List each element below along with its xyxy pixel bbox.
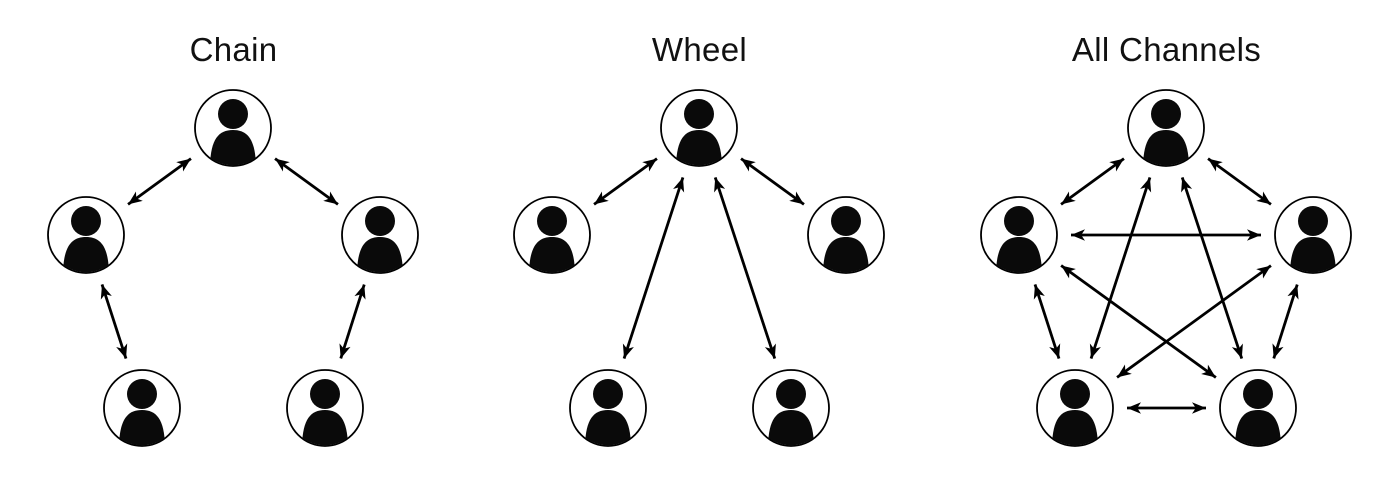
person-icon <box>768 379 814 446</box>
node-bottom-left <box>569 369 647 447</box>
arrow-right-bottom-right <box>339 284 366 359</box>
person-icon <box>1052 379 1098 446</box>
diagram-all-channels <box>933 0 1400 487</box>
node-top <box>1127 89 1205 167</box>
person-icon <box>1290 206 1336 273</box>
wheel-diagram-svg <box>513 89 885 447</box>
diagram-title-chain: Chain <box>189 31 278 68</box>
node-right <box>341 196 419 274</box>
panel-wheel: Wheel <box>466 0 933 487</box>
arrow-top-left <box>127 157 192 206</box>
node-bottom-left <box>103 369 181 447</box>
arrow-left-bottom-left <box>1033 284 1061 359</box>
person-icon <box>1235 379 1281 446</box>
diagram-title-wheel: Wheel <box>651 31 748 68</box>
arrow-top-right <box>274 157 339 206</box>
arrow-left-bottom-left <box>100 284 128 359</box>
node-right <box>807 196 885 274</box>
node-left <box>513 196 591 274</box>
arrow-top-bottom-left <box>1089 177 1152 359</box>
person-icon <box>676 99 722 166</box>
person-icon <box>119 379 165 446</box>
arrow-top-bottom-left <box>622 177 685 359</box>
node-bottom-right <box>1219 369 1297 447</box>
node-top <box>194 89 272 167</box>
person-icon <box>529 206 575 273</box>
diagram-wheel <box>466 0 933 487</box>
node-left <box>47 196 125 274</box>
arrow-top-bottom-right <box>1180 176 1244 360</box>
node-right <box>1274 196 1352 274</box>
person-icon <box>585 379 631 446</box>
person-icon <box>996 206 1042 273</box>
arrow-top-left <box>593 157 658 206</box>
person-icon <box>63 206 109 273</box>
panel-chain: Chain <box>0 0 467 487</box>
arrow-top-right <box>740 157 805 206</box>
chain-diagram-svg <box>47 89 419 447</box>
node-bottom-right <box>752 369 830 447</box>
arrow-right-bottom-right <box>1272 284 1299 359</box>
arrow-top-right <box>1207 157 1272 206</box>
arrow-top-left <box>1060 157 1125 206</box>
person-icon <box>823 206 869 273</box>
arrow-top-bottom-right <box>713 176 777 360</box>
arrow-right-bottom-left <box>1116 264 1272 379</box>
person-icon <box>302 379 348 446</box>
node-bottom-right <box>286 369 364 447</box>
person-icon <box>210 99 256 166</box>
panel-all-channels: All Channels <box>933 0 1400 487</box>
node-left <box>980 196 1058 274</box>
node-bottom-left <box>1036 369 1114 447</box>
person-icon <box>1143 99 1189 166</box>
person-icon <box>357 206 403 273</box>
diagram-title-all-channels: All Channels <box>1071 31 1262 68</box>
all-channels-diagram-svg <box>980 89 1352 447</box>
node-top <box>660 89 738 167</box>
diagram-chain <box>0 0 467 487</box>
